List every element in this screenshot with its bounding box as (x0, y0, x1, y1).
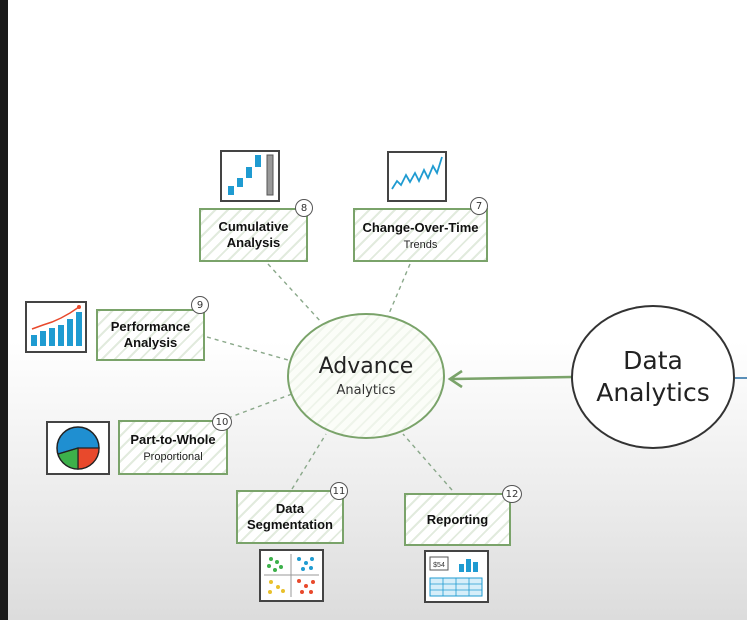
node-part-to-whole: Part-to-Whole Proportional (118, 420, 228, 475)
badge-11: 11 (330, 482, 348, 500)
main-line1: Data (623, 346, 683, 375)
node-subtitle: Proportional (143, 451, 203, 463)
connector-reporting (402, 433, 453, 491)
arrow-main-to-hub (447, 369, 573, 389)
main-line2: Analytics (596, 378, 710, 407)
badge-8: 8 (295, 199, 313, 217)
node-title: Part-to-Whole (130, 432, 216, 447)
line-trend-icon (387, 151, 447, 202)
pie-chart-icon (46, 421, 110, 475)
scatter-quadrant-icon (259, 549, 324, 602)
node-performance-analysis: Performance Analysis (96, 309, 205, 361)
node-title: Change-Over-Time (362, 219, 479, 235)
advance-analytics-hub: Advance Analytics (287, 313, 445, 439)
node-data-segmentation: Data Segmentation (236, 490, 344, 544)
node-title: Data Segmentation (247, 501, 333, 532)
node-title: Cumulative Analysis (218, 219, 289, 250)
connector-part-to-whole (227, 393, 293, 419)
node-title: Performance Analysis (110, 319, 191, 350)
badge-7: 7 (470, 197, 488, 215)
badge-12: 12 (502, 485, 522, 503)
data-analytics-circle: Data Analytics (571, 305, 735, 449)
node-reporting: Reporting (404, 493, 511, 546)
node-subtitle: Trends (403, 238, 438, 251)
hub-title: Advance (318, 354, 414, 379)
node-change-over-time: Change-Over-Time Trends (353, 208, 488, 262)
connector-performance (206, 336, 289, 361)
connector-cumulative (267, 263, 323, 324)
badge-9: 9 (191, 296, 209, 314)
bar-growth-icon (25, 301, 87, 353)
cumulative-bar-icon (220, 150, 280, 202)
report-dashboard-icon: $54 (424, 550, 489, 603)
kpi-value: $54 (433, 562, 445, 569)
hub-subtitle: Analytics (336, 383, 396, 398)
left-edge-border (0, 0, 8, 620)
node-cumulative-analysis: Cumulative Analysis (199, 208, 308, 262)
connector-data-segmentation (291, 433, 327, 490)
connector-change-over-time (387, 263, 411, 317)
badge-10: 10 (212, 413, 232, 431)
node-title: Reporting (426, 511, 489, 527)
